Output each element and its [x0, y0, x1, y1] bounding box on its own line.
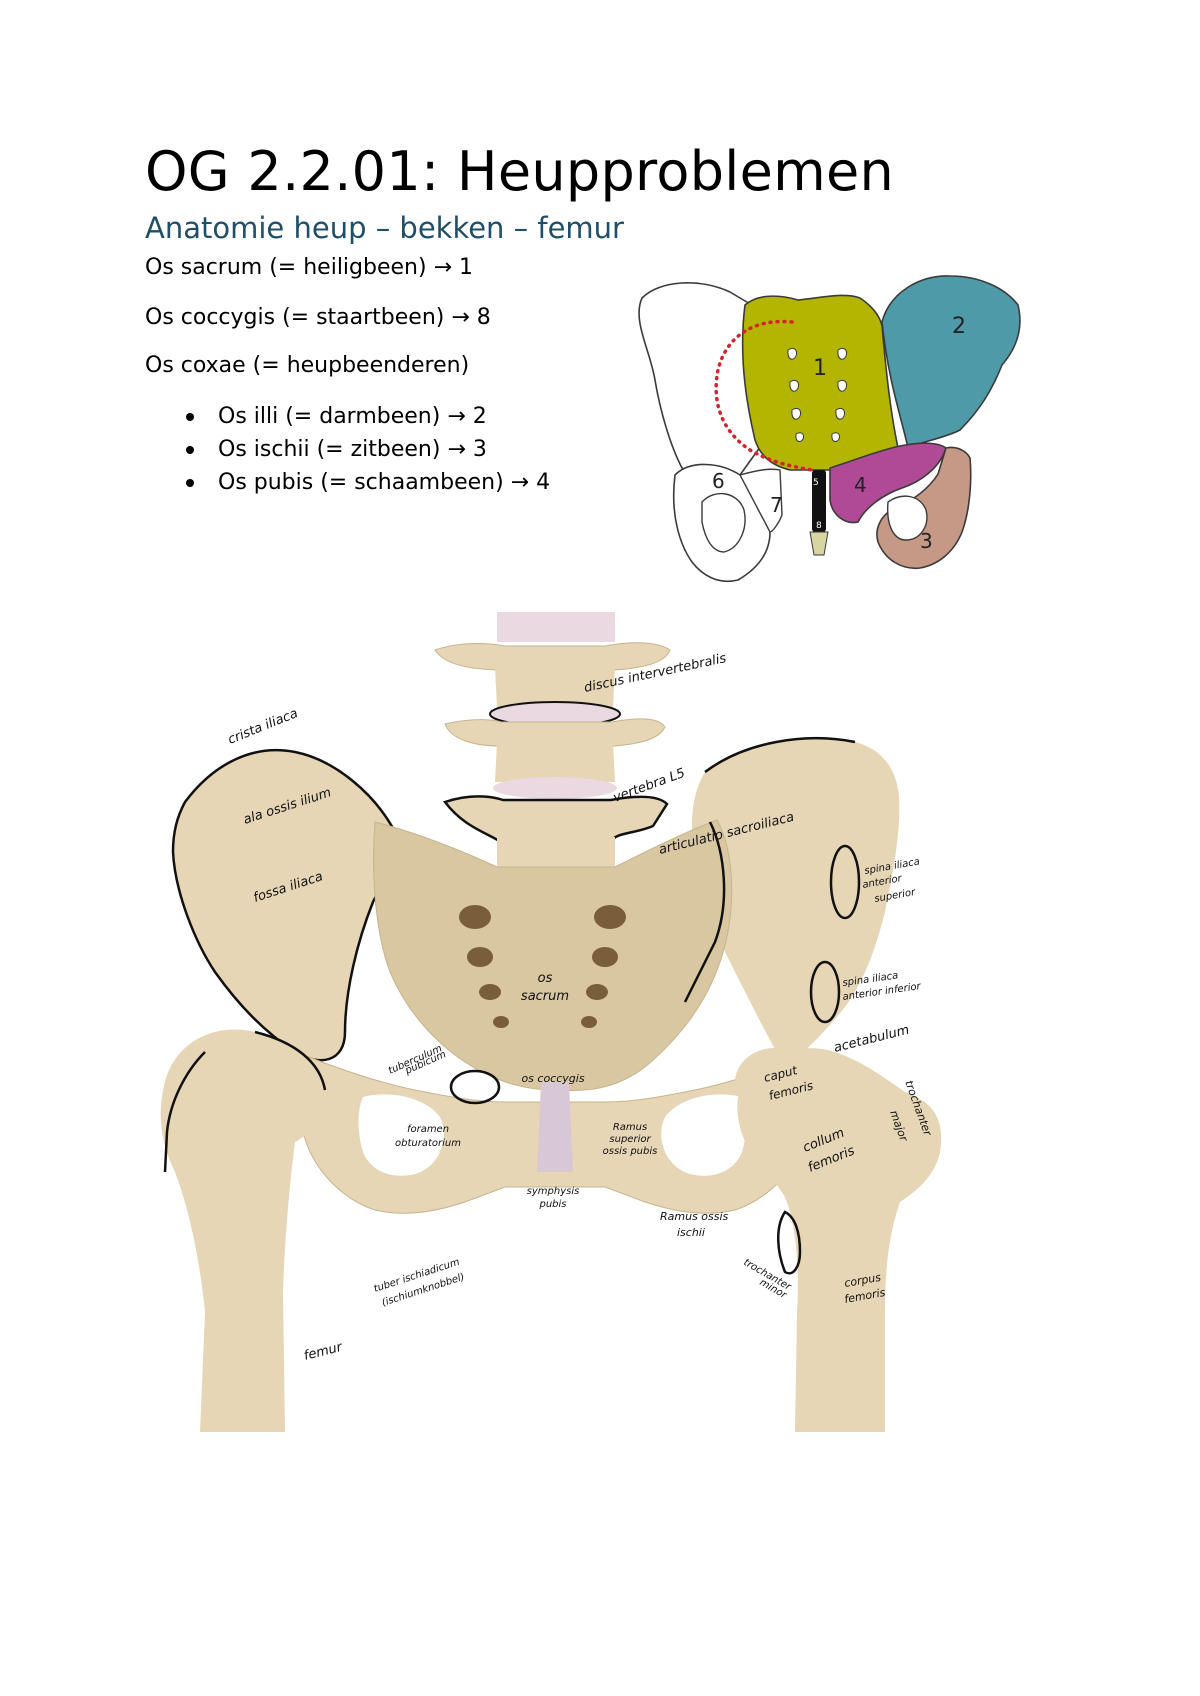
page-title: OG 2.2.01: Heupproblemen: [145, 140, 894, 204]
sacral-foramen: [836, 408, 845, 419]
pelvis-anatomy-illustration: discus intervertebralis crista iliaca ve…: [145, 612, 960, 1432]
label-os-coccygis: os coccygis: [521, 1072, 584, 1085]
diagram-number-4: 4: [854, 473, 867, 497]
diagram-number-2: 2: [952, 314, 966, 339]
label-ramus-sup-3: ossis pubis: [603, 1146, 658, 1157]
diagram-number-8: 8: [816, 521, 822, 531]
left-femur: [161, 1029, 326, 1432]
list-item-os-illi: Os illi (= darmbeen) → 2: [178, 400, 550, 433]
sacral-foramen: [792, 408, 801, 419]
label-ramus-isch-1: Ramus ossis: [660, 1210, 729, 1223]
sacral-foramen: [838, 380, 847, 391]
vertebra-l5: [445, 796, 667, 842]
label-acetabulum: acetabulum: [832, 1023, 911, 1056]
vertebra-top: [435, 643, 670, 670]
line-os-coccygis: Os coccygis (= staartbeen) → 8: [145, 304, 491, 332]
label-os-sacrum-1: os: [538, 971, 553, 986]
diagram-number-7: 7: [770, 493, 783, 517]
label-ramus-sup-2: superior: [609, 1134, 651, 1145]
symphysis: [537, 1082, 573, 1172]
label-femur: femur: [302, 1340, 345, 1364]
diagram-number-3: 3: [920, 529, 933, 553]
pelvis-colored-diagram: 1 2 3 4 5 6 7 8: [620, 270, 1055, 590]
label-crista: crista iliaca: [226, 706, 300, 748]
section-heading: Anatomie heup – bekken – femur: [145, 210, 624, 246]
line-os-sacrum: Os sacrum (= heiligbeen) → 1: [145, 254, 473, 282]
label-ramus-sup-1: Ramus: [613, 1122, 647, 1133]
sacral-foramen: [838, 348, 847, 359]
label-os-sacrum-2: sacrum: [521, 989, 569, 1004]
label-foramen-1: foramen: [407, 1124, 449, 1135]
vertebra-mid: [445, 719, 665, 746]
sacral-foramen: [586, 984, 608, 1000]
tuberculum-outline: [451, 1071, 499, 1103]
sacral-foramen: [594, 905, 626, 929]
sacral-foramen: [790, 380, 799, 391]
sacral-foramen: [788, 348, 797, 359]
sacrum-shape: [743, 295, 898, 470]
label-symphysis-2: pubis: [538, 1199, 566, 1210]
sacral-foramen: [832, 433, 840, 442]
label-ramus-isch-2: ischii: [677, 1226, 705, 1239]
sacral-foramen: [592, 947, 618, 967]
list-item-os-pubis: Os pubis (= schaambeen) → 4: [178, 466, 550, 499]
line-os-coxae: Os coxae (= heupbeenderen): [145, 352, 469, 380]
right-ilium-shape: [882, 276, 1020, 448]
diagram-number-6: 6: [712, 469, 725, 493]
label-foramen-2: obturatorium: [395, 1138, 461, 1149]
sacral-foramen: [796, 433, 804, 442]
sacral-foramen: [467, 947, 493, 967]
disc-2: [493, 777, 617, 799]
coccyx-tip: [810, 532, 828, 555]
left-ilium: [173, 750, 396, 1060]
sacral-foramen: [493, 1016, 509, 1028]
label-symphysis-1: symphysis: [527, 1186, 580, 1197]
list-item-os-ischii: Os ischii (= zitbeen) → 3: [178, 433, 550, 466]
spine-top: [497, 612, 615, 642]
sacral-foramen: [581, 1016, 597, 1028]
diagram-number-5: 5: [813, 478, 819, 488]
os-coxae-list: Os illi (= darmbeen) → 2 Os ischii (= zi…: [178, 400, 550, 499]
sacral-foramen: [459, 905, 491, 929]
diagram-number-1: 1: [813, 356, 827, 381]
vertebra-body-2: [495, 742, 615, 782]
sacral-foramen: [479, 984, 501, 1000]
